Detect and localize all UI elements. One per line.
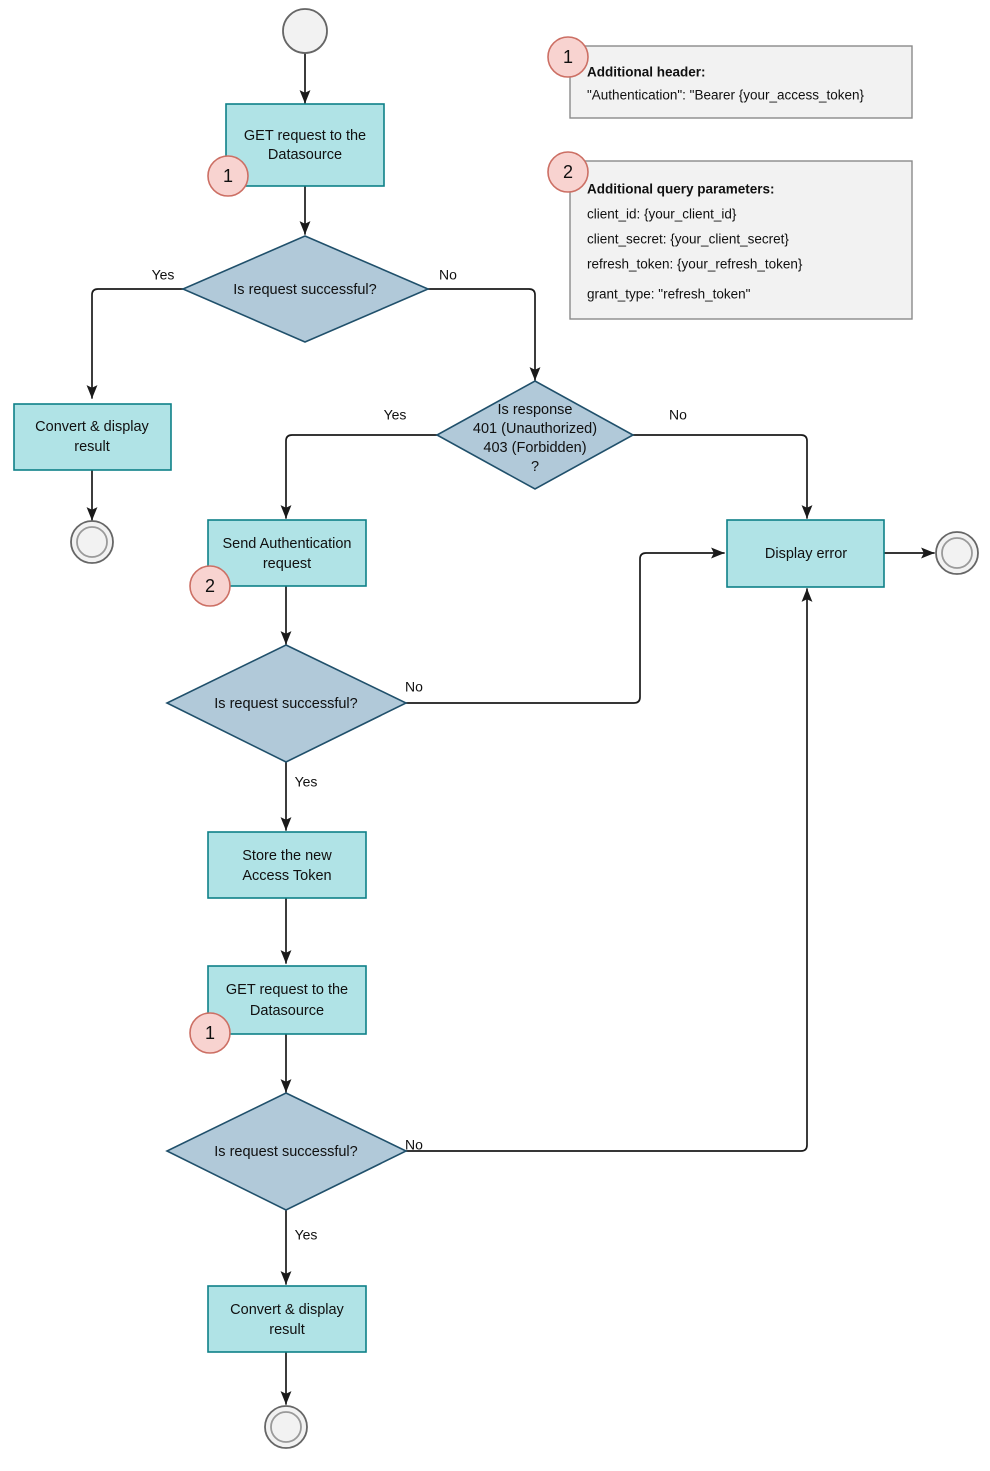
decision-1-label: Is request successful? [233,282,376,298]
convert-display-2-label-line2: result [269,1322,304,1338]
get-request-1-box[interactable] [225,103,385,187]
note-2-line-1: client_id: {your_client_id} [587,207,737,222]
node-decision-req-success-2[interactable]: Is request successful? [165,644,408,763]
decision-response-label-line1: Is response [498,402,573,418]
node-decision-req-success-3[interactable]: Is request successful? [165,1092,408,1211]
edge-decision-1-no-to-decision-response [427,288,541,381]
edge-label-decision-3-yes: Yes [295,1227,318,1243]
node-start[interactable] [282,8,328,54]
get-request-2-label-line1: GET request to the [226,982,348,998]
note-1-line-1: "Authentication": "Bearer {your_access_t… [587,88,865,103]
edge-decision-response-no-to-display-error [632,434,813,519]
send-auth-request-label-line1: Send Authentication [223,536,352,552]
edge-label-decision-response-no: No [669,407,687,423]
decision-3-diamond[interactable] [165,1092,408,1211]
edge-label-decision-2-yes: Yes [295,774,318,790]
end-error-inner-circle [941,537,973,569]
note-2-line-4: grant_type: "refresh_token" [587,287,751,302]
decision-2-label: Is request successful? [214,696,357,712]
end-2-inner-circle [270,1411,302,1443]
node-get-request-2[interactable]: GET request to the Datasource 1 [189,965,367,1054]
node-convert-display-1[interactable]: Convert & display result [13,403,172,471]
badge-circle-send-auth-request[interactable] [189,565,231,607]
edge-decision-3-no-to-display-error [405,588,813,1152]
store-token-label-line1: Store the new [242,848,332,864]
note-2-box [569,160,913,320]
node-store-token[interactable]: Store the new Access Token [207,831,367,899]
decision-response-diamond[interactable] [435,380,635,490]
get-request-2-label-line2: Datasource [250,1003,324,1019]
note-1-title: Additional header: [587,65,706,80]
edge-decision-response-yes-to-send-auth [280,434,438,519]
edge-label-decision-3-no: No [405,1137,423,1153]
convert-display-2-box[interactable] [207,1285,367,1353]
decision-1-diamond[interactable] [180,235,431,343]
node-convert-display-2[interactable]: Convert & display result [207,1285,367,1353]
get-request-1-label-line2: Datasource [268,147,342,163]
note-2-line-2: client_secret: {your_client_secret} [587,232,789,247]
decision-response-label-line2: 401 (Unauthorized) [473,421,597,437]
badge-text-get-request-2: 1 [205,1023,215,1043]
node-end-1[interactable] [70,520,114,564]
get-request-1-label-line1: GET request to the [244,128,366,144]
edge-label-decision-2-no: No [405,679,423,695]
edge-label-decision-response-yes: Yes [384,407,407,423]
edge-layer [86,51,935,1405]
note-additional-header: Additional header: "Authentication": "Be… [547,36,913,119]
edge-label-decision-1-no: No [439,267,457,283]
display-error-box[interactable] [726,519,885,588]
badge-circle-note-1[interactable] [547,36,589,78]
edge-label-layer: Yes No Yes No No Yes No Yes [152,267,688,1243]
decision-response-label-line4: ? [531,459,539,475]
node-decision-req-success-1[interactable]: Is request successful? [180,235,431,343]
note-additional-query-parameters: Additional query parameters: client_id: … [547,151,913,320]
decision-2-diamond[interactable] [165,644,408,763]
badge-text-send-auth-request: 2 [205,576,215,596]
node-end-2[interactable] [264,1405,308,1449]
convert-display-1-box[interactable] [13,403,172,471]
note-2-line-3: refresh_token: {your_refresh_token} [587,257,803,272]
badge-circle-get-request-1[interactable] [207,155,249,197]
node-end-error[interactable] [935,531,979,575]
decision-response-label-line3: 403 (Forbidden) [483,440,586,456]
edge-decision-1-yes-to-convert-1 [86,288,184,399]
edge-decision-2-no-to-display-error [405,547,725,704]
display-error-label: Display error [765,546,847,562]
decision-3-label: Is request successful? [214,1144,357,1160]
badge-circle-note-2[interactable] [547,151,589,193]
convert-display-1-label-line1: Convert & display [35,419,149,435]
start-terminal-circle[interactable] [282,8,328,54]
badge-text-note-2: 2 [563,162,573,182]
end-1-inner-circle [76,526,108,558]
edge-label-decision-1-yes: Yes [152,267,175,283]
convert-display-1-label-line2: result [74,439,109,455]
badge-text-note-1: 1 [563,47,573,67]
node-display-error[interactable]: Display error [726,519,885,588]
store-token-label-line2: Access Token [242,868,331,884]
note-1-box [569,45,913,119]
node-decision-response-code[interactable]: Is response 401 (Unauthorized) 403 (Forb… [435,380,635,490]
send-auth-request-box[interactable] [207,519,367,587]
badge-circle-get-request-2[interactable] [189,1012,231,1054]
note-2-title: Additional query parameters: [587,182,775,197]
store-token-box[interactable] [207,831,367,899]
send-auth-request-label-line2: request [263,556,311,572]
node-get-request-1[interactable]: GET request to the Datasource 1 [207,103,385,197]
convert-display-2-label-line1: Convert & display [230,1302,344,1318]
node-send-auth-request[interactable]: Send Authentication request 2 [189,519,367,607]
get-request-2-box[interactable] [207,965,367,1035]
badge-text-get-request-1: 1 [223,166,233,186]
